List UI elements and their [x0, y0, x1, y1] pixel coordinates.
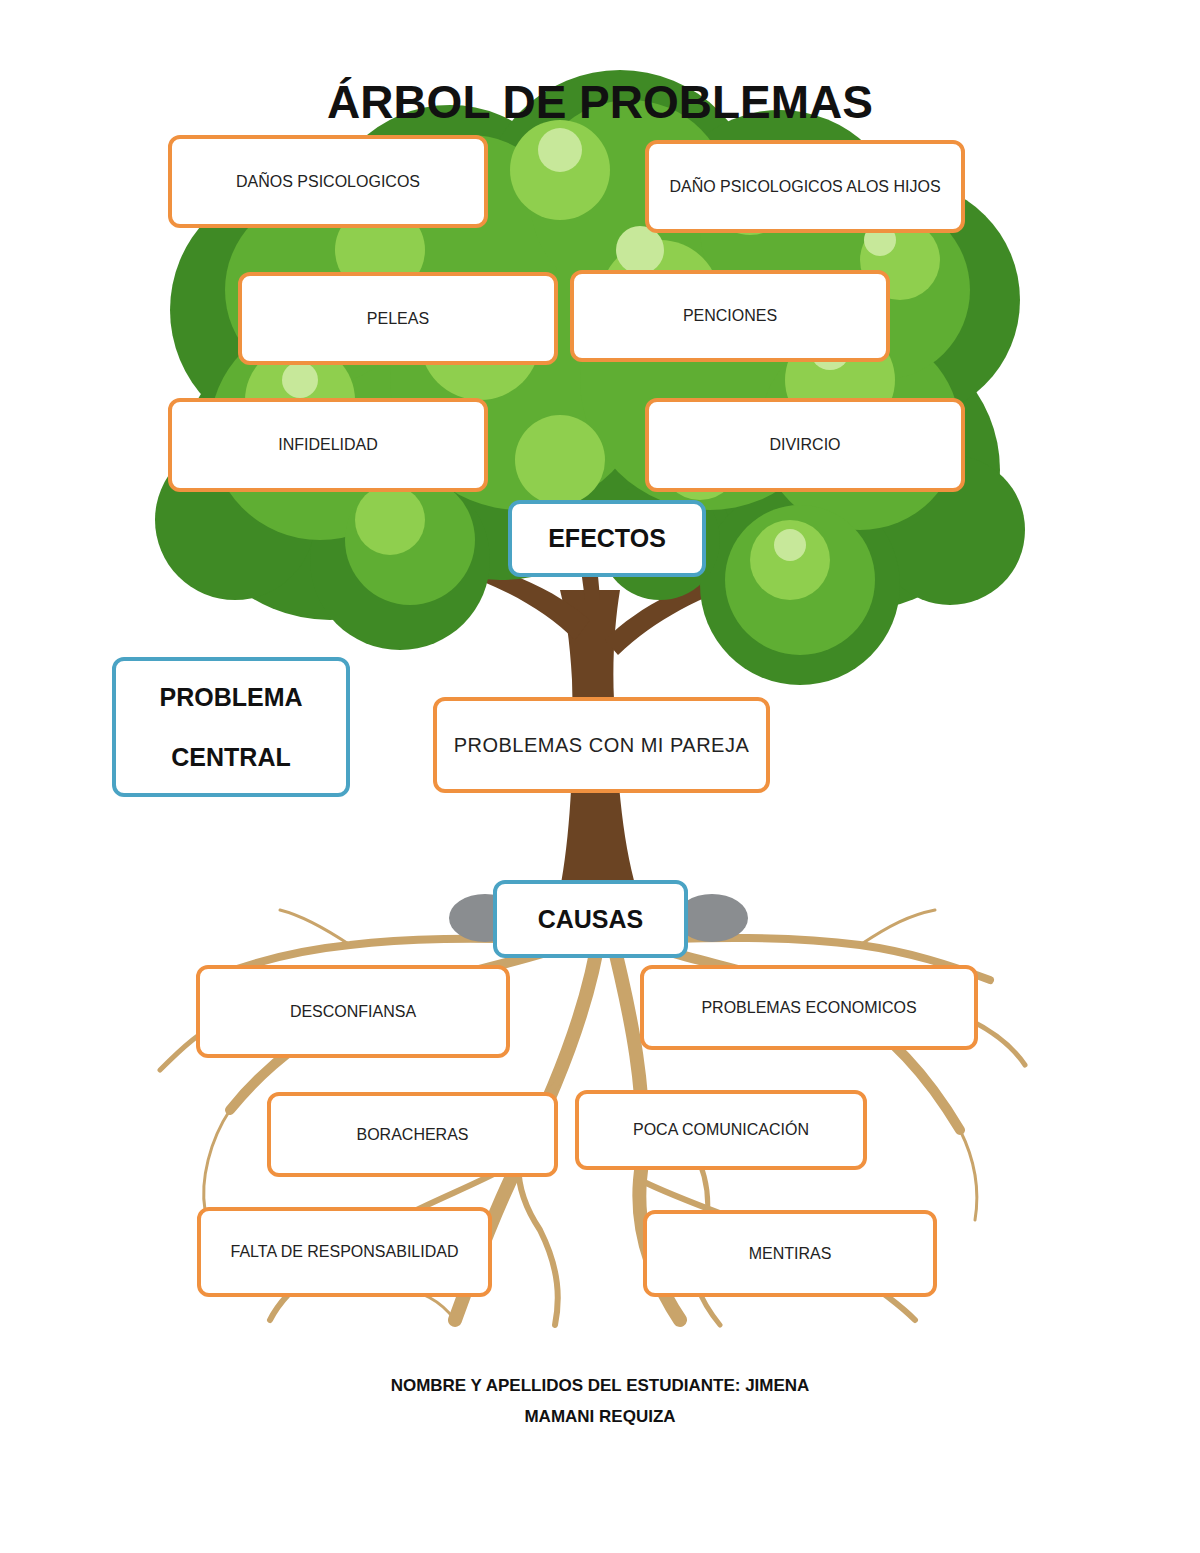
- cause-box: PROBLEMAS ECONOMICOS: [640, 965, 978, 1050]
- cause-box: POCA COMUNICACIÓN: [575, 1090, 867, 1170]
- node-text: EFECTOS: [548, 524, 666, 553]
- cause-box: FALTA DE RESPONSABILIDAD: [197, 1207, 492, 1297]
- node-text: DIVIRCIO: [769, 430, 840, 460]
- effect-box: PELEAS: [238, 272, 558, 365]
- node-text: PROBLEMA CENTRAL: [130, 667, 332, 787]
- node-text: INFIDELIDAD: [278, 430, 378, 460]
- node-text: DAÑO PSICOLOGICOS ALOS HIJOS: [669, 172, 940, 202]
- central-problem-box: PROBLEMAS CON MI PAREJA: [433, 697, 770, 793]
- section-header: EFECTOS: [508, 500, 706, 577]
- node-text: POCA COMUNICACIÓN: [633, 1115, 809, 1145]
- tree-roots: [160, 910, 1025, 1325]
- student-name: NOMBRE Y APELLIDOS DEL ESTUDIANTE: JIMEN…: [360, 1370, 840, 1432]
- node-text: DESCONFIANSA: [290, 997, 416, 1027]
- node-text: FALTA DE RESPONSABILIDAD: [231, 1237, 459, 1267]
- effect-box: INFIDELIDAD: [168, 398, 488, 492]
- cause-box: BORACHERAS: [267, 1092, 558, 1177]
- effect-box: PENCIONES: [570, 270, 890, 362]
- node-text: PENCIONES: [683, 301, 777, 331]
- effect-box: DIVIRCIO: [645, 398, 965, 492]
- section-header: PROBLEMA CENTRAL: [112, 657, 350, 797]
- tree-foliage: [155, 70, 1025, 685]
- cause-box: MENTIRAS: [643, 1210, 937, 1297]
- section-header: CAUSAS: [493, 880, 688, 958]
- effect-box: DAÑOS PSICOLOGICOS: [168, 135, 488, 228]
- diagram-title: ÁRBOL DE PROBLEMAS: [0, 75, 1200, 129]
- effect-box: DAÑO PSICOLOGICOS ALOS HIJOS: [645, 140, 965, 233]
- node-text: PROBLEMAS CON MI PAREJA: [454, 726, 750, 764]
- node-text: CAUSAS: [538, 905, 644, 934]
- cause-box: DESCONFIANSA: [196, 965, 510, 1058]
- node-text: BORACHERAS: [356, 1120, 468, 1150]
- node-text: MENTIRAS: [749, 1239, 832, 1269]
- node-text: DAÑOS PSICOLOGICOS: [236, 167, 420, 197]
- node-text: PROBLEMAS ECONOMICOS: [701, 993, 916, 1023]
- node-text: PELEAS: [367, 304, 429, 334]
